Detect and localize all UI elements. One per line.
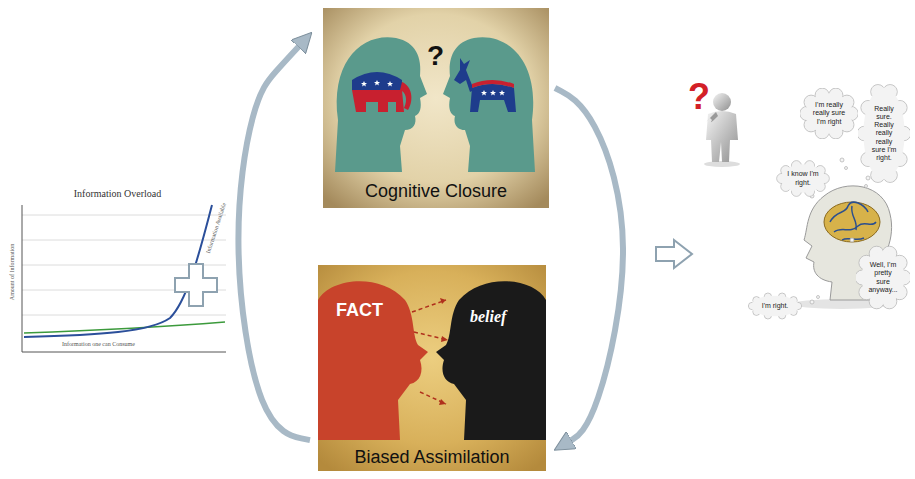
plus-sign-part xyxy=(175,264,217,306)
cognitive-closure-picture-part xyxy=(374,80,380,86)
cognitive-closure-picture-part-part xyxy=(490,90,496,96)
biased-assimilation-picture-part xyxy=(439,298,448,405)
thought-bubble: Well, I'm pretty sure anyway... xyxy=(856,245,910,310)
cognitive-closure-picture-part-part xyxy=(443,37,535,172)
overload-chart-part xyxy=(22,352,226,353)
biased-assimilation-picture xyxy=(318,265,546,471)
brain-head-part-part xyxy=(817,296,820,299)
node-text: Cognitive Closure xyxy=(365,181,507,202)
brain-head-part-part xyxy=(850,238,854,242)
bubble-text-wrap: I know I'm right. xyxy=(786,170,821,186)
bubble-text-wrap: Really sure. Really really really sure I… xyxy=(868,105,900,161)
brain-head-part-part xyxy=(834,222,876,232)
brain-head-part-part xyxy=(830,202,868,222)
cognitive-closure-picture-part xyxy=(387,81,393,87)
cognitive-closure-picture-part-part xyxy=(470,84,516,112)
cognitive-closure-picture-part xyxy=(323,8,549,208)
thought-bubble: Really sure. Really really really sure I… xyxy=(858,78,910,189)
cloud-body xyxy=(751,296,799,317)
cycle-arrow xyxy=(238,44,310,440)
block-arrow-part xyxy=(656,240,692,268)
curve-label: Information one can Consume xyxy=(62,341,135,347)
cloud-body xyxy=(781,164,826,192)
thought-bubble: I'm right. xyxy=(745,292,805,320)
cognitive-closure-picture-part-part xyxy=(481,90,487,96)
thought-bubble: I know I'm right. xyxy=(775,160,831,197)
brain-head-part-part xyxy=(865,185,868,188)
axis-label: Amount of Information xyxy=(9,244,15,300)
thinking-man-part xyxy=(713,93,731,111)
brain-head-part xyxy=(824,202,880,242)
overload-chart-part xyxy=(22,215,226,315)
brain-head-part xyxy=(830,202,876,240)
cognitive-closure-picture-part xyxy=(443,37,535,172)
node-text: I know I'm right. xyxy=(786,170,821,186)
block-arrow xyxy=(656,240,692,268)
cycle-arrow xyxy=(555,88,623,442)
bubble-text-wrap: Well, I'm pretty sure anyway... xyxy=(867,261,900,293)
node-text: I'm right. xyxy=(757,302,794,310)
node-text: I'm really really sure I'm right xyxy=(811,101,847,125)
cognitive-closure-picture-part-part xyxy=(472,80,514,88)
brain-head-part-part xyxy=(840,158,844,162)
cognitive-closure-picture-part xyxy=(352,72,402,90)
biased-assimilation-picture-part-part xyxy=(420,392,446,404)
node-text: Biased Assimilation xyxy=(354,447,509,468)
brain-head-part-part xyxy=(845,167,848,170)
cognitive-closure-picture-part xyxy=(400,82,411,110)
brain-head-part-part xyxy=(810,300,814,304)
biased-assimilation-picture-part-part xyxy=(439,399,446,405)
thinking-man-part xyxy=(706,111,738,162)
biased-assimilation-picture-part xyxy=(436,281,546,440)
brain-head-part-part xyxy=(852,206,857,230)
overload-chart xyxy=(5,183,230,358)
thought-bubble: I'm really really sure I'm right xyxy=(800,88,858,139)
overload-chart-part xyxy=(24,205,212,337)
node-text: Information Overload xyxy=(74,188,161,199)
cognitive-closure-picture xyxy=(323,8,549,208)
head-word: belief xyxy=(470,308,506,326)
overload-chart-part-part xyxy=(22,315,226,316)
cognitive-closure-picture-part-part xyxy=(454,58,474,92)
head-word: FACT xyxy=(336,300,383,321)
node-text: Really sure. Really really really sure I… xyxy=(868,105,900,161)
biased-assimilation-picture-part xyxy=(318,265,546,471)
cognitive-closure-picture-part xyxy=(361,81,367,87)
overload-chart-part xyxy=(5,183,230,358)
overload-chart-part xyxy=(22,205,23,352)
bubble-text-wrap: I'm right. xyxy=(757,302,794,310)
curve-label: Information Available xyxy=(205,202,227,254)
brain-head-part-part xyxy=(866,176,870,180)
overload-chart-part-part xyxy=(22,215,226,216)
biased-assimilation-picture-part-part xyxy=(441,336,448,342)
biased-assimilation-picture-part xyxy=(318,281,428,440)
cognitive-closure-picture-part xyxy=(335,37,427,172)
overload-chart-part-part xyxy=(22,240,226,241)
biased-assimilation-picture-part-part xyxy=(440,298,446,304)
cognitive-closure-picture-part-part xyxy=(499,90,505,96)
plus-sign xyxy=(175,264,217,306)
cloud-body xyxy=(862,251,905,303)
question-mark: ? xyxy=(427,40,444,72)
biased-assimilation-picture-part xyxy=(412,300,448,404)
node-text: Well, I'm pretty sure anyway... xyxy=(867,261,900,293)
cloud-body xyxy=(863,87,904,179)
bubble-text-wrap: I'm really really sure I'm right xyxy=(811,101,847,125)
cloud-body xyxy=(806,93,852,133)
illustration-box: Biased Assimilation xyxy=(318,265,546,471)
illustration-box: Cognitive Closure xyxy=(323,8,549,208)
cognitive-closure-picture-part xyxy=(352,90,404,112)
question-mark: ? xyxy=(688,76,710,118)
biased-assimilation-picture-part-part xyxy=(412,300,446,312)
chart-panel: Information Overload xyxy=(5,183,230,358)
